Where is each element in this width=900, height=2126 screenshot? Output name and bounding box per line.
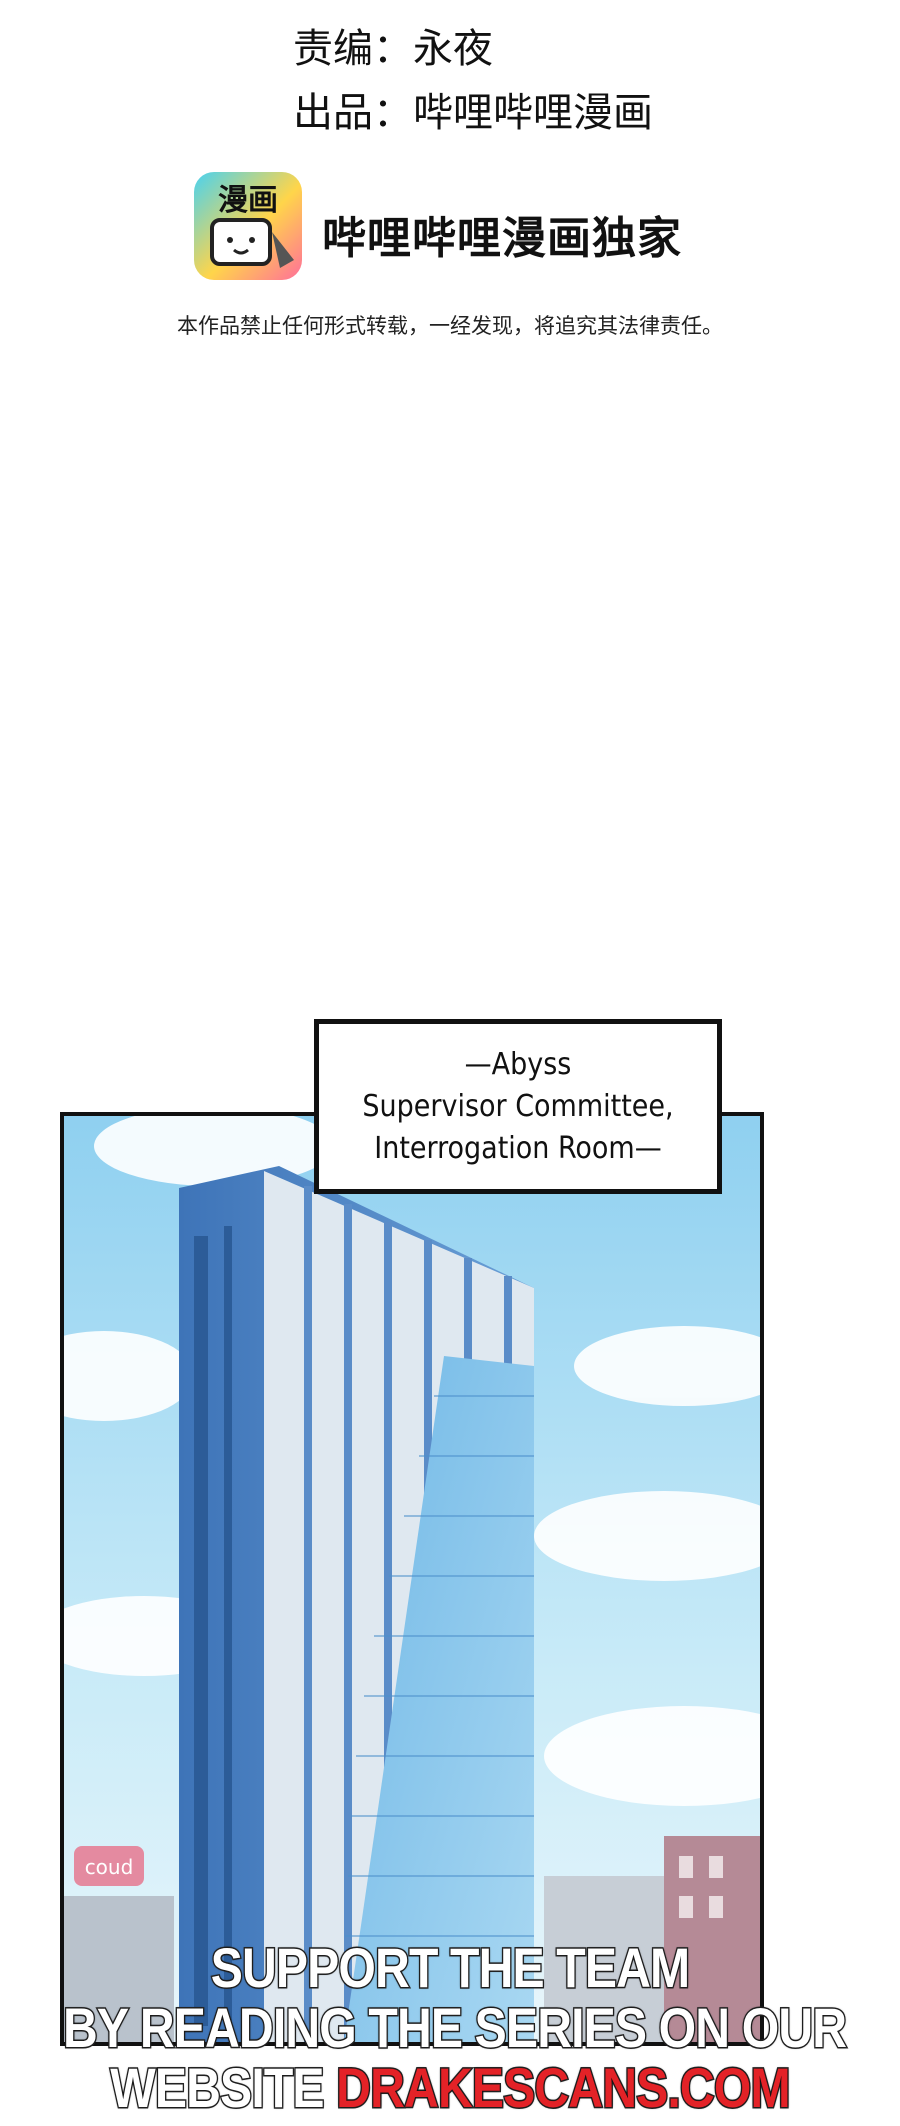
promo-line-2: BY READING THE SERIES ON OUR [62,1996,849,2059]
caption-line-2: Supervisor Committee, [362,1088,674,1124]
promo-watermark: SUPPORT THE TEAM BY READING THE SERIES O… [0,1936,900,2126]
copyright-notice: 本作品禁止任何形式转载，一经发现，将追究其法律责任。 [177,314,723,338]
promo-line-3-prefix: WEBSITE [109,2056,337,2119]
promo-line-1: SUPPORT THE TEAM [209,1936,691,1999]
svg-text:coud: coud [85,1855,134,1879]
exclusive-brand: 漫画 哔哩哔哩漫画独家 [194,172,714,282]
cut-text-glyphs [293,0,673,6]
skyscraper-illustration: coud [64,1116,760,2042]
credit-editor: 责编：永夜 [293,26,493,72]
promo-line-3: WEBSITE DRAKESCANS.COM [63,2056,837,2119]
caption-line-3: Interrogation Room— [374,1130,662,1166]
credit-publisher: 出品：哔哩哔哩漫画 [293,90,653,136]
promo-website-link[interactable]: DRAKESCANS.COM [335,2056,792,2119]
svg-text:漫画: 漫画 [218,183,278,218]
comic-panel-building: coud [60,1112,764,2046]
bilibili-manga-app-icon: 漫画 [194,172,302,280]
location-caption: —Abyss Supervisor Committee, Interrogati… [314,1019,722,1194]
exclusive-label: 哔哩哔哩漫画独家 [322,213,682,264]
caption-line-1: —Abyss [464,1046,572,1082]
